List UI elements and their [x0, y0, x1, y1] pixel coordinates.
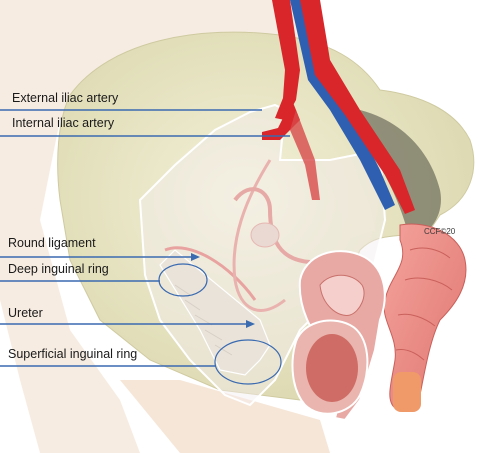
label-internal-iliac-artery: Internal iliac artery	[12, 116, 115, 130]
ovary	[250, 222, 280, 248]
sacrum-highlight	[310, 150, 375, 240]
deep-inguinal-ring-outline	[158, 263, 208, 297]
bladder-interior	[306, 334, 358, 402]
leader-arrowheads	[191, 253, 255, 328]
internal-iliac-artery-structure	[290, 110, 320, 200]
inguinal-canal	[159, 249, 271, 376]
thigh-silhouette	[120, 380, 330, 453]
label-superficial-inguinal-ring: Superficial inguinal ring	[8, 347, 138, 361]
uterine-cavity	[319, 274, 365, 316]
fallopian-tube	[233, 187, 311, 264]
external-iliac-artery-structure	[262, 100, 300, 140]
colon-haustra	[395, 247, 453, 361]
label-round-ligament: Round ligament	[8, 236, 96, 250]
aorta-illustration	[272, 0, 300, 120]
superficial-inguinal-ring-outline	[214, 339, 282, 385]
label-ureter: Ureter	[8, 306, 43, 320]
rectum-end	[393, 372, 421, 412]
leader-lines	[0, 109, 290, 367]
body-silhouette	[0, 0, 300, 453]
round-ligament-structure	[164, 246, 257, 301]
ureter-structure	[232, 159, 286, 312]
copyright-watermark: CCF©20	[424, 227, 456, 236]
label-deep-inguinal-ring: Deep inguinal ring	[8, 262, 109, 276]
common-iliac-artery	[300, 0, 415, 214]
label-external-iliac-artery: External iliac artery	[12, 91, 119, 105]
canal-striations	[174, 284, 233, 356]
